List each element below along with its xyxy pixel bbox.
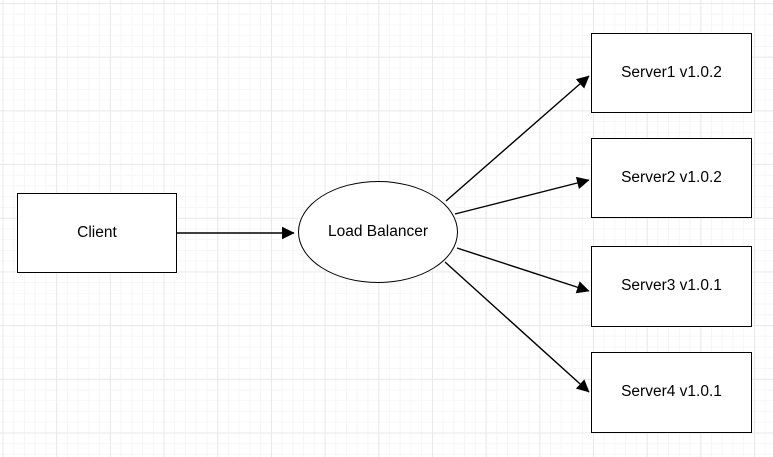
node-client[interactable]: Client	[17, 193, 177, 273]
node-server2[interactable]: Server2 v1.0.2	[591, 138, 752, 218]
node-server4[interactable]: Server4 v1.0.1	[591, 352, 752, 433]
node-server4-label: Server4 v1.0.1	[621, 383, 722, 401]
node-load-balancer[interactable]: Load Balancer	[298, 181, 458, 283]
node-server2-label: Server2 v1.0.2	[621, 168, 722, 186]
node-server3-label: Server3 v1.0.1	[621, 277, 722, 295]
edge-load-balancer-to-server1[interactable]	[445, 75, 590, 202]
node-server3[interactable]: Server3 v1.0.1	[591, 246, 752, 327]
node-server1-label: Server1 v1.0.2	[621, 63, 722, 81]
edge-load-balancer-to-server4[interactable]	[444, 261, 590, 393]
edge-load-balancer-to-server2[interactable]	[454, 176, 590, 215]
node-load-balancer-label: Load Balancer	[328, 222, 428, 240]
node-client-label: Client	[77, 223, 117, 241]
edge-load-balancer-to-server3[interactable]	[456, 247, 590, 294]
node-server1[interactable]: Server1 v1.0.2	[591, 33, 752, 113]
